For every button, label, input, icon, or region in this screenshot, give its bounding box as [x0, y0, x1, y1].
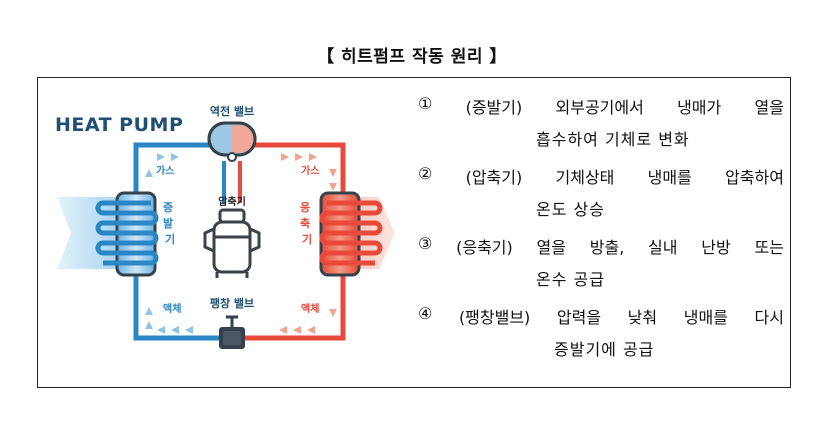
step-number: ④: [418, 304, 433, 323]
step-expansion-valve: ④ (팽창밸브) 압력을 낮춰 냉매를 다시 증발기에 공급: [418, 304, 784, 374]
step-word: 다시: [754, 308, 784, 327]
gas-label-right: 가스: [301, 164, 319, 177]
step-line-2: 온수 공급: [536, 270, 605, 289]
condenser: [319, 191, 383, 277]
step-word: (증발기): [465, 98, 523, 117]
step-word: (응축기): [456, 238, 513, 257]
step-word: 압력을: [556, 308, 602, 327]
page-title: 【 히트펌프 작동 원리 】: [317, 47, 507, 67]
steps-list: ① (증발기) 외부공기에서 냉매가 열을 흡수하여 기체로 변화 ② (압축기…: [418, 94, 784, 374]
step-word: 기체상태: [555, 168, 615, 187]
step-word: 낮춰: [627, 308, 658, 327]
flow-arrows-hot: [279, 153, 337, 334]
step-line-1: ② (압축기) 기체상태 냉매를 압축하여: [418, 164, 784, 188]
gas-label-left: 가스: [156, 164, 174, 177]
expansion-valve: [219, 315, 245, 349]
liquid-label-right: 액체: [301, 302, 319, 315]
step-condenser: ③ (응축기) 열을 방출, 실내 난방 또는 온수 공급: [418, 234, 784, 304]
step-line-2: 증발기에 공급: [554, 340, 655, 359]
step-line-1: ④ (팽창밸브) 압력을 낮춰 냉매를 다시: [418, 304, 784, 328]
step-word: (압축기): [465, 168, 523, 187]
step-line-2: 흡수하여 기체로 변화: [536, 130, 690, 149]
liquid-label-left: 액체: [163, 302, 181, 315]
evaporator-char-2: 발: [163, 216, 173, 230]
flow-arrows-cold: [145, 153, 193, 334]
step-number: ③: [418, 234, 433, 253]
step-word: 방출,: [589, 238, 625, 257]
evaporator: [95, 191, 159, 277]
step-word: 열을: [754, 98, 784, 117]
step-word: 실내: [648, 238, 678, 257]
step-word: 냉매를: [683, 308, 728, 327]
condenser-char-3: 기: [302, 232, 312, 246]
step-line-1: ③ (응축기) 열을 방출, 실내 난방 또는: [418, 234, 784, 258]
step-word: 열을: [536, 238, 566, 257]
step-line-1: ① (증발기) 외부공기에서 냉매가 열을: [418, 94, 784, 118]
expansion-valve-label: 팽창 밸브: [210, 296, 254, 310]
step-word: 외부공기에서: [555, 98, 644, 117]
step-evaporator: ① (증발기) 외부공기에서 냉매가 열을 흡수하여 기체로 변화: [418, 94, 784, 164]
step-compressor: ② (압축기) 기체상태 냉매를 압축하여 온도 상승: [418, 164, 784, 234]
compressor-label: 압축기: [218, 195, 246, 208]
step-number: ②: [418, 164, 433, 183]
reversing-valve-label: 역전 밸브: [210, 104, 254, 118]
content-frame: [37, 77, 791, 388]
step-word: 냉매를: [647, 168, 692, 187]
step-word: (팽창밸브): [458, 308, 531, 327]
evaporator-char-3: 기: [165, 232, 175, 246]
condenser-label: 응 축 기: [300, 201, 314, 246]
step-line-2: 온도 상승: [536, 200, 605, 219]
compressor: [203, 208, 261, 278]
heat-pump-diagram: HEAT PUMP 가스 가스 액체 액체 역전 밸브: [55, 104, 395, 349]
step-word: 또는: [754, 238, 784, 257]
evaporator-label: 증 발 기: [163, 201, 177, 246]
step-word: 압축하여: [725, 168, 784, 187]
step-word: 난방: [701, 238, 731, 257]
condenser-char-2: 축: [300, 216, 310, 230]
step-number: ①: [418, 94, 433, 113]
condenser-char-1: 응: [300, 201, 310, 214]
step-word: 냉매가: [677, 98, 722, 117]
brand-label: HEAT PUMP: [55, 114, 183, 136]
evaporator-char-1: 증: [163, 201, 173, 214]
reversing-valve: [207, 121, 257, 162]
